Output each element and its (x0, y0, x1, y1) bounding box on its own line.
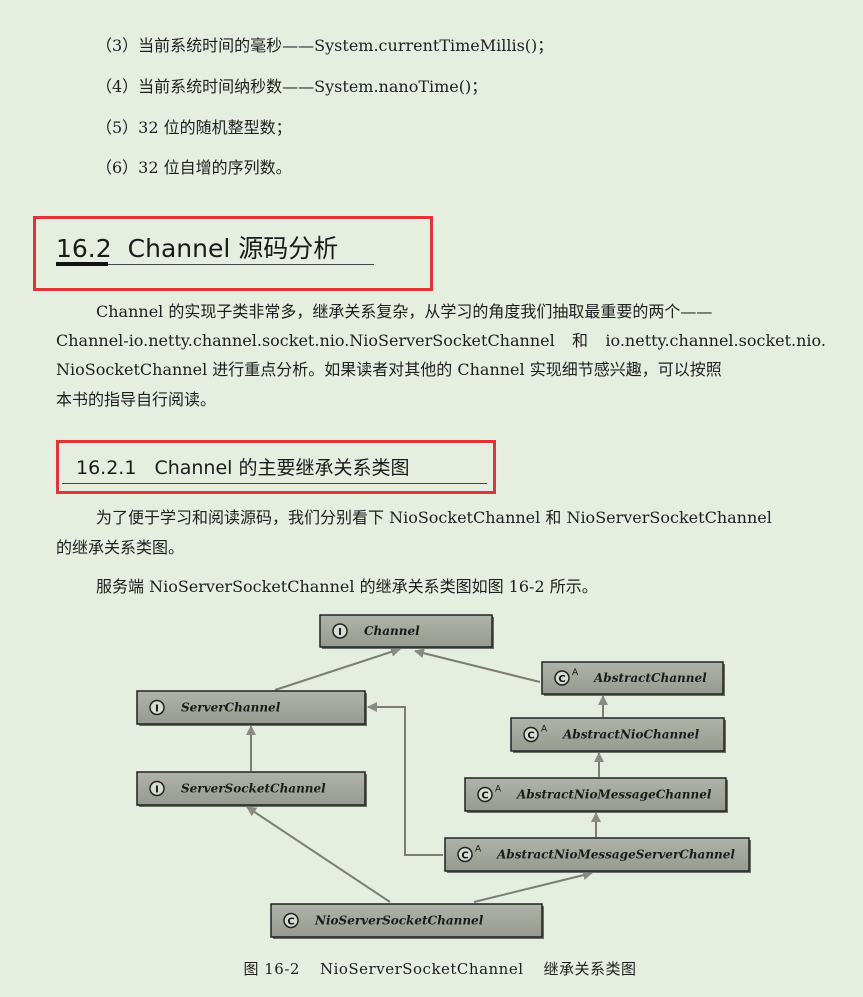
svg-text:C: C (287, 917, 294, 928)
caption-figure-number: 图 16-2 (243, 960, 300, 978)
class-node-abstract-nio-message-server-channel: CA AbstractNioMessageServerChannel (444, 837, 751, 873)
paragraph-line: Channel 的实现子类非常多，继承关系复杂，从学习的角度我们抽取最重要的两个… (96, 302, 713, 321)
class-node-label: AbstractNioMessageServerChannel (496, 848, 735, 862)
list-item: （5）32 位的随机整型数； (96, 118, 292, 137)
caption-title: NioServerSocketChannel (319, 960, 524, 978)
list-item: （6）32 位自增的序列数。 (96, 158, 292, 177)
caption-suffix: 继承关系类图 (543, 960, 637, 978)
section-number: 16.2 (56, 234, 112, 263)
diagram-edges (246, 647, 608, 903)
list-item: （3）当前系统时间的毫秒——System.currentTimeMillis()… (96, 36, 554, 55)
class-node-server-socket-channel: I ServerSocketChannel (136, 771, 367, 807)
svg-text:C: C (558, 674, 565, 685)
svg-text:C: C (481, 791, 488, 802)
svg-text:I: I (155, 704, 159, 715)
section-title: Channel 源码分析 (127, 234, 339, 263)
abstract-class-icon: CA (523, 725, 548, 743)
svg-text:A: A (541, 725, 548, 735)
paragraph-line: 本书的指导自行阅读。 (56, 390, 217, 409)
paragraph-line: 的继承关系类图。 (56, 538, 185, 557)
paragraph-segment: io.netty.channel.socket.nio. (605, 331, 826, 350)
subsection-underline (62, 483, 487, 484)
class-node-label: AbstractChannel (593, 671, 707, 685)
paragraph-segment: Channel-io.netty.channel.socket.nio.NioS… (56, 331, 555, 350)
class-node-abstract-nio-message-channel: CA AbstractNioMessageChannel (464, 777, 728, 813)
section-heading-highlight (33, 216, 433, 291)
inheritance-arrow (367, 702, 443, 856)
class-node-label: AbstractNioChannel (562, 728, 700, 742)
interface-icon: I (332, 623, 348, 639)
subsection-heading: 16.2.1 Channel 的主要继承关系类图 (76, 453, 409, 480)
section-number-bar (56, 262, 108, 266)
class-node-label: AbstractNioMessageChannel (516, 788, 712, 802)
class-node-abstract-channel: CA AbstractChannel (541, 661, 725, 696)
svg-text:C: C (461, 851, 468, 862)
paragraph-line: Channel-io.netty.channel.socket.nio.NioS… (56, 331, 826, 351)
abstract-class-icon: CA (554, 668, 579, 686)
class-node-label: Channel (364, 624, 420, 638)
svg-text:A: A (495, 785, 502, 795)
subsection-title: Channel 的主要继承关系类图 (154, 457, 410, 479)
intro-line: 服务端 NioServerSocketChannel 的继承关系类图如图 16-… (96, 577, 598, 596)
class-node-label: ServerSocketChannel (181, 782, 326, 796)
paragraph-line: NioSocketChannel 进行重点分析。如果读者对其他的 Channel… (56, 360, 722, 379)
svg-text:C: C (527, 731, 534, 742)
class-node-nio-server-socket-channel: C NioServerSocketChannel (270, 903, 544, 939)
inheritance-arrow (414, 648, 541, 683)
class-node-server-channel: I ServerChannel (136, 690, 367, 726)
svg-text:I: I (338, 627, 342, 638)
svg-text:A: A (475, 845, 482, 855)
interface-icon: I (149, 780, 165, 797)
inheritance-arrow (274, 647, 401, 691)
paragraph-line: 为了便于学习和阅读源码，我们分别看下 NioSocketChannel 和 Ni… (96, 508, 772, 527)
interface-icon: I (149, 699, 165, 716)
subsection-heading-highlight (56, 440, 496, 494)
class-node-abstract-nio-channel: CA AbstractNioChannel (510, 717, 726, 753)
class-node-label: ServerChannel (181, 701, 281, 715)
abstract-class-icon: CA (457, 845, 482, 863)
svg-text:A: A (572, 668, 579, 678)
paragraph-segment: 和 (572, 331, 589, 350)
abstract-class-icon: CA (477, 785, 502, 803)
list-item: （4）当前系统时间纳秒数——System.nanoTime()； (96, 77, 488, 96)
section-heading: 16.2 Channel 源码分析 (56, 229, 338, 265)
class-node-channel: I Channel (319, 614, 494, 649)
inheritance-arrow (473, 870, 593, 903)
class-node-label: NioServerSocketChannel (314, 914, 484, 928)
class-icon: C (283, 912, 299, 929)
section-underline (56, 264, 374, 265)
figure-caption: 图 16-2 NioServerSocketChannel 继承关系类图 (0, 958, 863, 979)
subsection-number: 16.2.1 (76, 457, 137, 479)
svg-text:I: I (155, 785, 159, 796)
inheritance-arrow (246, 806, 391, 903)
